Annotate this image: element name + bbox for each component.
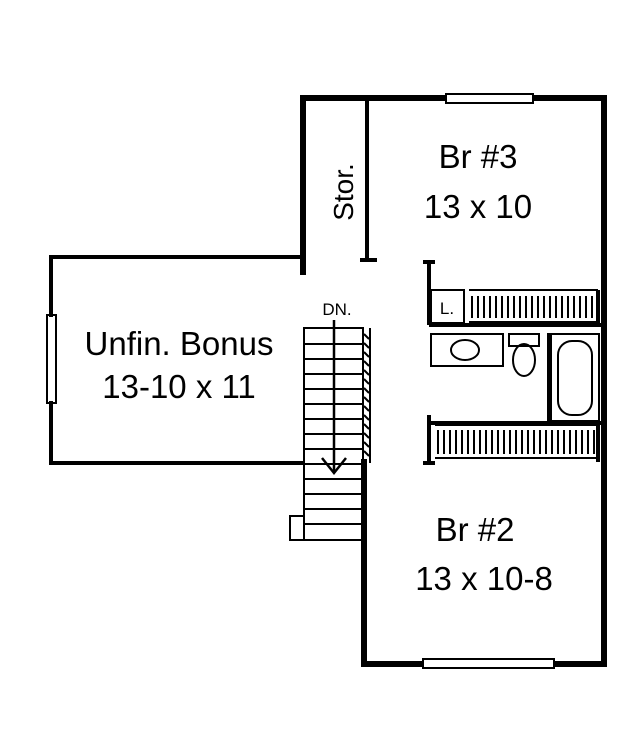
- down-arrow-icon: [321, 320, 347, 476]
- bonus-walls: [49, 255, 305, 465]
- rail-hatch: [363, 405, 370, 412]
- linen-closet: [430, 289, 465, 324]
- rail-hatch: [363, 378, 370, 385]
- stairs-down-label: DN.: [322, 300, 351, 319]
- rail-hatch: [363, 441, 370, 448]
- rail-hatch: [363, 450, 370, 457]
- rail-hatch: [363, 333, 370, 340]
- toilet-icon: [508, 333, 540, 377]
- closet-rod-lower: [437, 430, 595, 454]
- rail-hatch: [363, 396, 370, 403]
- br3-size: 13 x 10: [424, 188, 532, 225]
- rail-hatch: [363, 387, 370, 394]
- br3-name: Br #3: [439, 138, 518, 175]
- rail-hatch: [363, 414, 370, 421]
- rail-hatch: [363, 423, 370, 430]
- storage-closet: [360, 101, 377, 262]
- window-br3: [445, 93, 534, 104]
- storage-label: Stor.: [328, 163, 359, 221]
- rail-hatch: [363, 360, 370, 367]
- rail-hatch: [363, 432, 370, 439]
- rail-hatch: [363, 369, 370, 376]
- vanity: [430, 333, 504, 367]
- sink-icon: [450, 339, 480, 361]
- bonus-name: Unfin. Bonus: [85, 325, 274, 362]
- window-bonus: [46, 314, 57, 404]
- window-br2: [422, 658, 555, 669]
- br2-size: 13 x 10-8: [415, 560, 553, 597]
- closet-rod-upper: [471, 296, 593, 318]
- br2-name: Br #2: [436, 511, 515, 548]
- rail-hatch: [363, 342, 370, 349]
- bathtub-icon: [550, 333, 600, 422]
- rail-hatch: [363, 351, 370, 358]
- stair-rail: [363, 333, 370, 457]
- bonus-size: 13-10 x 11: [102, 368, 256, 405]
- linen-label: L.: [440, 299, 454, 318]
- bath-walls: [423, 260, 604, 465]
